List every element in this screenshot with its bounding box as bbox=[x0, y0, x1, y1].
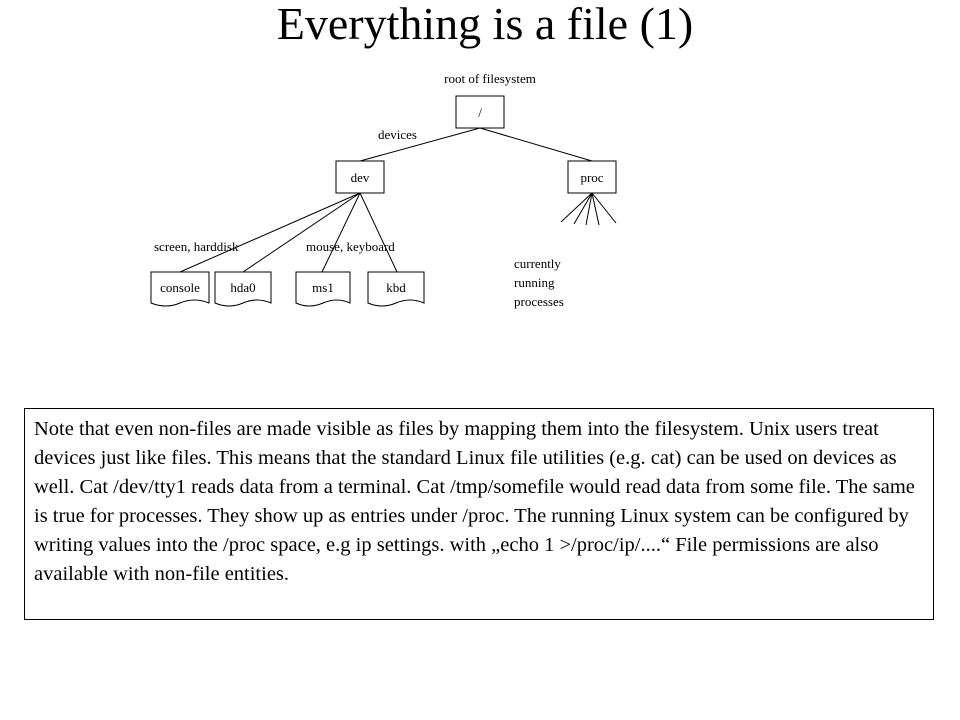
filesystem-tree-diagram: root of filesystem / devices dev proc sc… bbox=[150, 71, 617, 309]
kbd-file-label: kbd bbox=[386, 280, 406, 295]
console-file-label: console bbox=[160, 280, 200, 295]
explanation-note: Note that even non-files are made visibl… bbox=[24, 408, 934, 620]
proc-note-line-3: processes bbox=[514, 294, 564, 309]
kbd-file-node bbox=[367, 271, 425, 307]
root-caption: root of filesystem bbox=[444, 71, 536, 86]
ms1-file-node bbox=[295, 271, 351, 307]
proc-node bbox=[567, 160, 617, 194]
edge-root-dev bbox=[359, 127, 481, 162]
hda0-file-label: hda0 bbox=[230, 280, 255, 295]
edge-dev-kbd bbox=[359, 192, 398, 273]
proc-note-line-2: running bbox=[514, 275, 555, 290]
dev-node bbox=[335, 160, 385, 194]
hda0-file-node bbox=[214, 271, 272, 307]
proc-node-label: proc bbox=[580, 170, 603, 185]
edge-dev-console bbox=[179, 192, 361, 273]
proc-fan-lines bbox=[560, 192, 617, 226]
edge-dev-ms1 bbox=[321, 192, 361, 273]
mouse-keyboard-label: mouse, keyboard bbox=[306, 239, 395, 254]
dev-node-label: dev bbox=[351, 170, 370, 185]
screen-harddisk-label: screen, harddisk bbox=[154, 239, 239, 254]
edge-root-proc bbox=[479, 127, 593, 162]
explanation-note-text: Note that even non-files are made visibl… bbox=[34, 418, 915, 585]
devices-edge-label: devices bbox=[378, 127, 417, 142]
ms1-file-label: ms1 bbox=[312, 280, 334, 295]
edge-dev-hda0 bbox=[242, 192, 361, 273]
console-file-node bbox=[150, 271, 210, 307]
slide-title: Everything is a file (1) bbox=[276, 0, 694, 49]
root-node-label: / bbox=[478, 105, 482, 120]
proc-note-line-1: currently bbox=[514, 256, 561, 271]
root-node bbox=[455, 95, 505, 129]
